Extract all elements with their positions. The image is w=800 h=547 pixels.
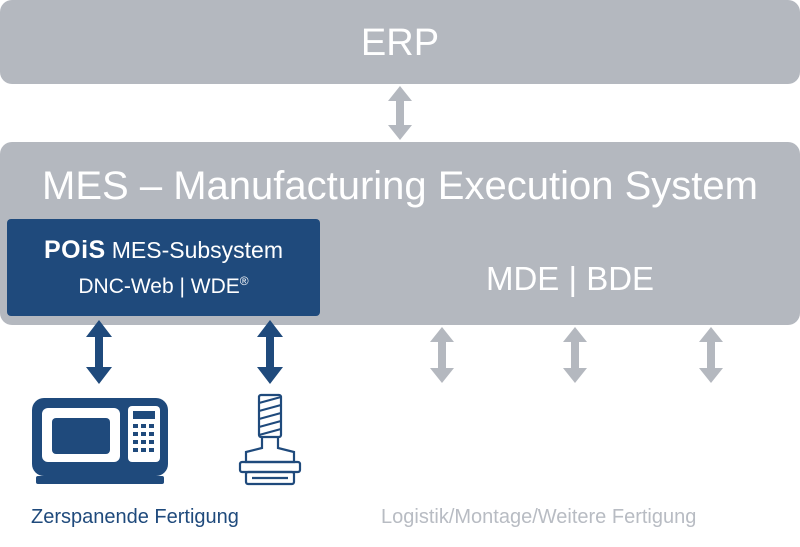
mes-logistics-arrow-3 bbox=[699, 327, 723, 383]
milling-tool-icon bbox=[238, 393, 302, 486]
mes-logistics-arrow-1 bbox=[430, 327, 454, 383]
erp-mes-arrow bbox=[388, 86, 412, 140]
caption-machining: Zerspanende Fertigung bbox=[31, 506, 239, 528]
mes-logistics-arrow-2 bbox=[563, 327, 587, 383]
pois-line2: DNC-Web | WDE® bbox=[7, 274, 320, 299]
pois-machine-arrow-1 bbox=[86, 320, 112, 384]
pois-machine-arrow-2 bbox=[257, 320, 283, 384]
cnc-machine-icon bbox=[32, 398, 168, 484]
subsystem-name: MES-Subsystem bbox=[111, 237, 283, 263]
erp-bar: ERP bbox=[0, 0, 800, 84]
pois-logo: POiS bbox=[43, 236, 106, 264]
registered-mark: ® bbox=[239, 274, 249, 288]
caption-logistics: Logistik/Montage/Weitere Fertigung bbox=[381, 506, 697, 528]
mde-bde-label: MDE | BDE bbox=[485, 260, 655, 297]
erp-label: ERP bbox=[360, 22, 440, 64]
mes-title: MES – Manufacturing Execution System bbox=[42, 164, 758, 208]
subsystem-modules: DNC-Web | WDE bbox=[78, 275, 240, 298]
